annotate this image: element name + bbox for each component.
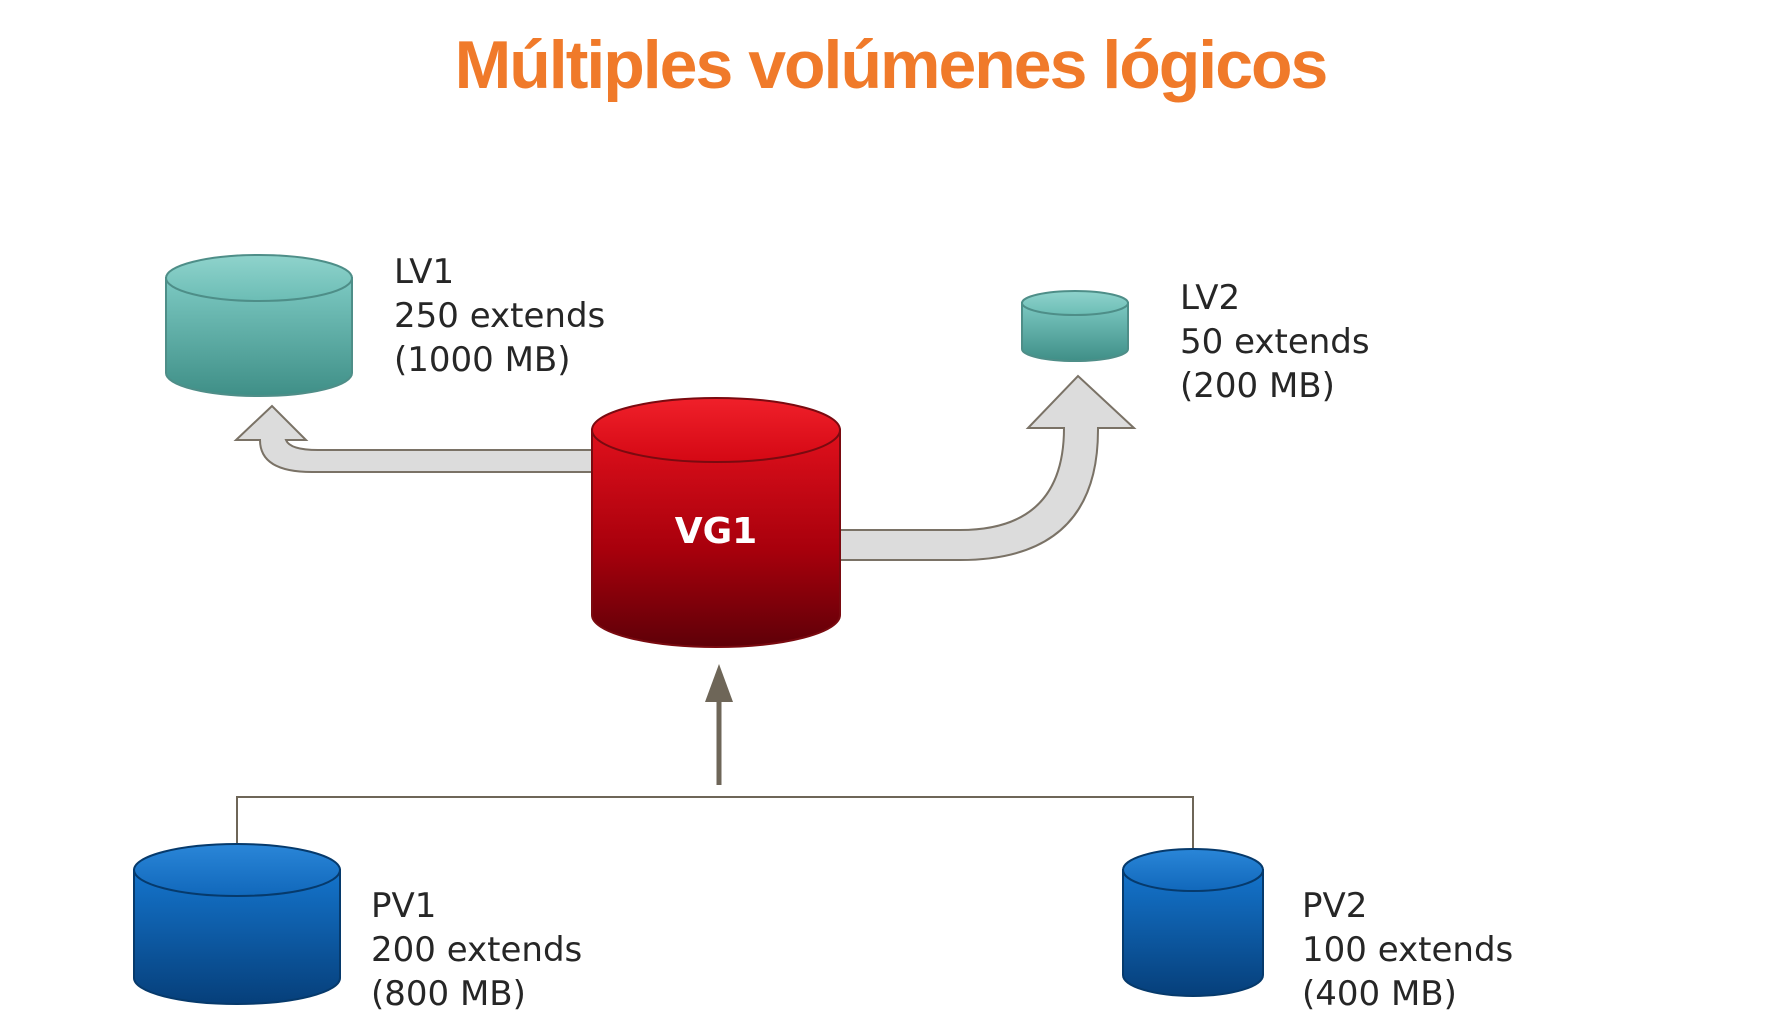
pv2-extends: 100 extends: [1302, 930, 1514, 970]
pv-to-vg-arrow: [705, 664, 733, 785]
lv2-arrow-shape: [839, 374, 1137, 561]
pv1-name: PV1: [371, 886, 437, 926]
lv2-extends: 50 extends: [1180, 322, 1370, 362]
pv2-name: PV2: [1302, 886, 1368, 926]
slide-title: Múltiples volúmenes lógicos: [454, 27, 1329, 103]
lv2-cylinder-icon: [1021, 290, 1129, 362]
lv2-label: LV2 50 extends (200 MB): [1180, 276, 1370, 408]
vg1-label: VG1: [675, 511, 757, 552]
lv1-label: LV1 250 extends (1000 MB): [394, 250, 605, 382]
lv2-size: (200 MB): [1180, 366, 1335, 406]
pv1-extends: 200 extends: [371, 930, 583, 970]
pv2-cylinder-icon: [1122, 848, 1264, 997]
lv2-name: LV2: [1180, 278, 1241, 318]
pv2-size: (400 MB): [1302, 974, 1457, 1014]
pv2-label: PV2 100 extends (400 MB): [1302, 884, 1513, 1016]
pv1-label: PV1 200 extends (800 MB): [371, 884, 582, 1016]
pv1-size: (800 MB): [371, 974, 526, 1014]
lv1-cylinder-icon: [165, 254, 353, 397]
pv1-cylinder-icon: [133, 843, 341, 1005]
lv1-extends: 250 extends: [394, 296, 606, 336]
lv1-arrow-shape: [233, 404, 601, 473]
lv1-name: LV1: [394, 252, 455, 292]
lv1-size: (1000 MB): [394, 340, 571, 380]
vg1-cylinder-icon: VG1: [591, 397, 841, 648]
pv-connector-lines: [236, 796, 1194, 852]
